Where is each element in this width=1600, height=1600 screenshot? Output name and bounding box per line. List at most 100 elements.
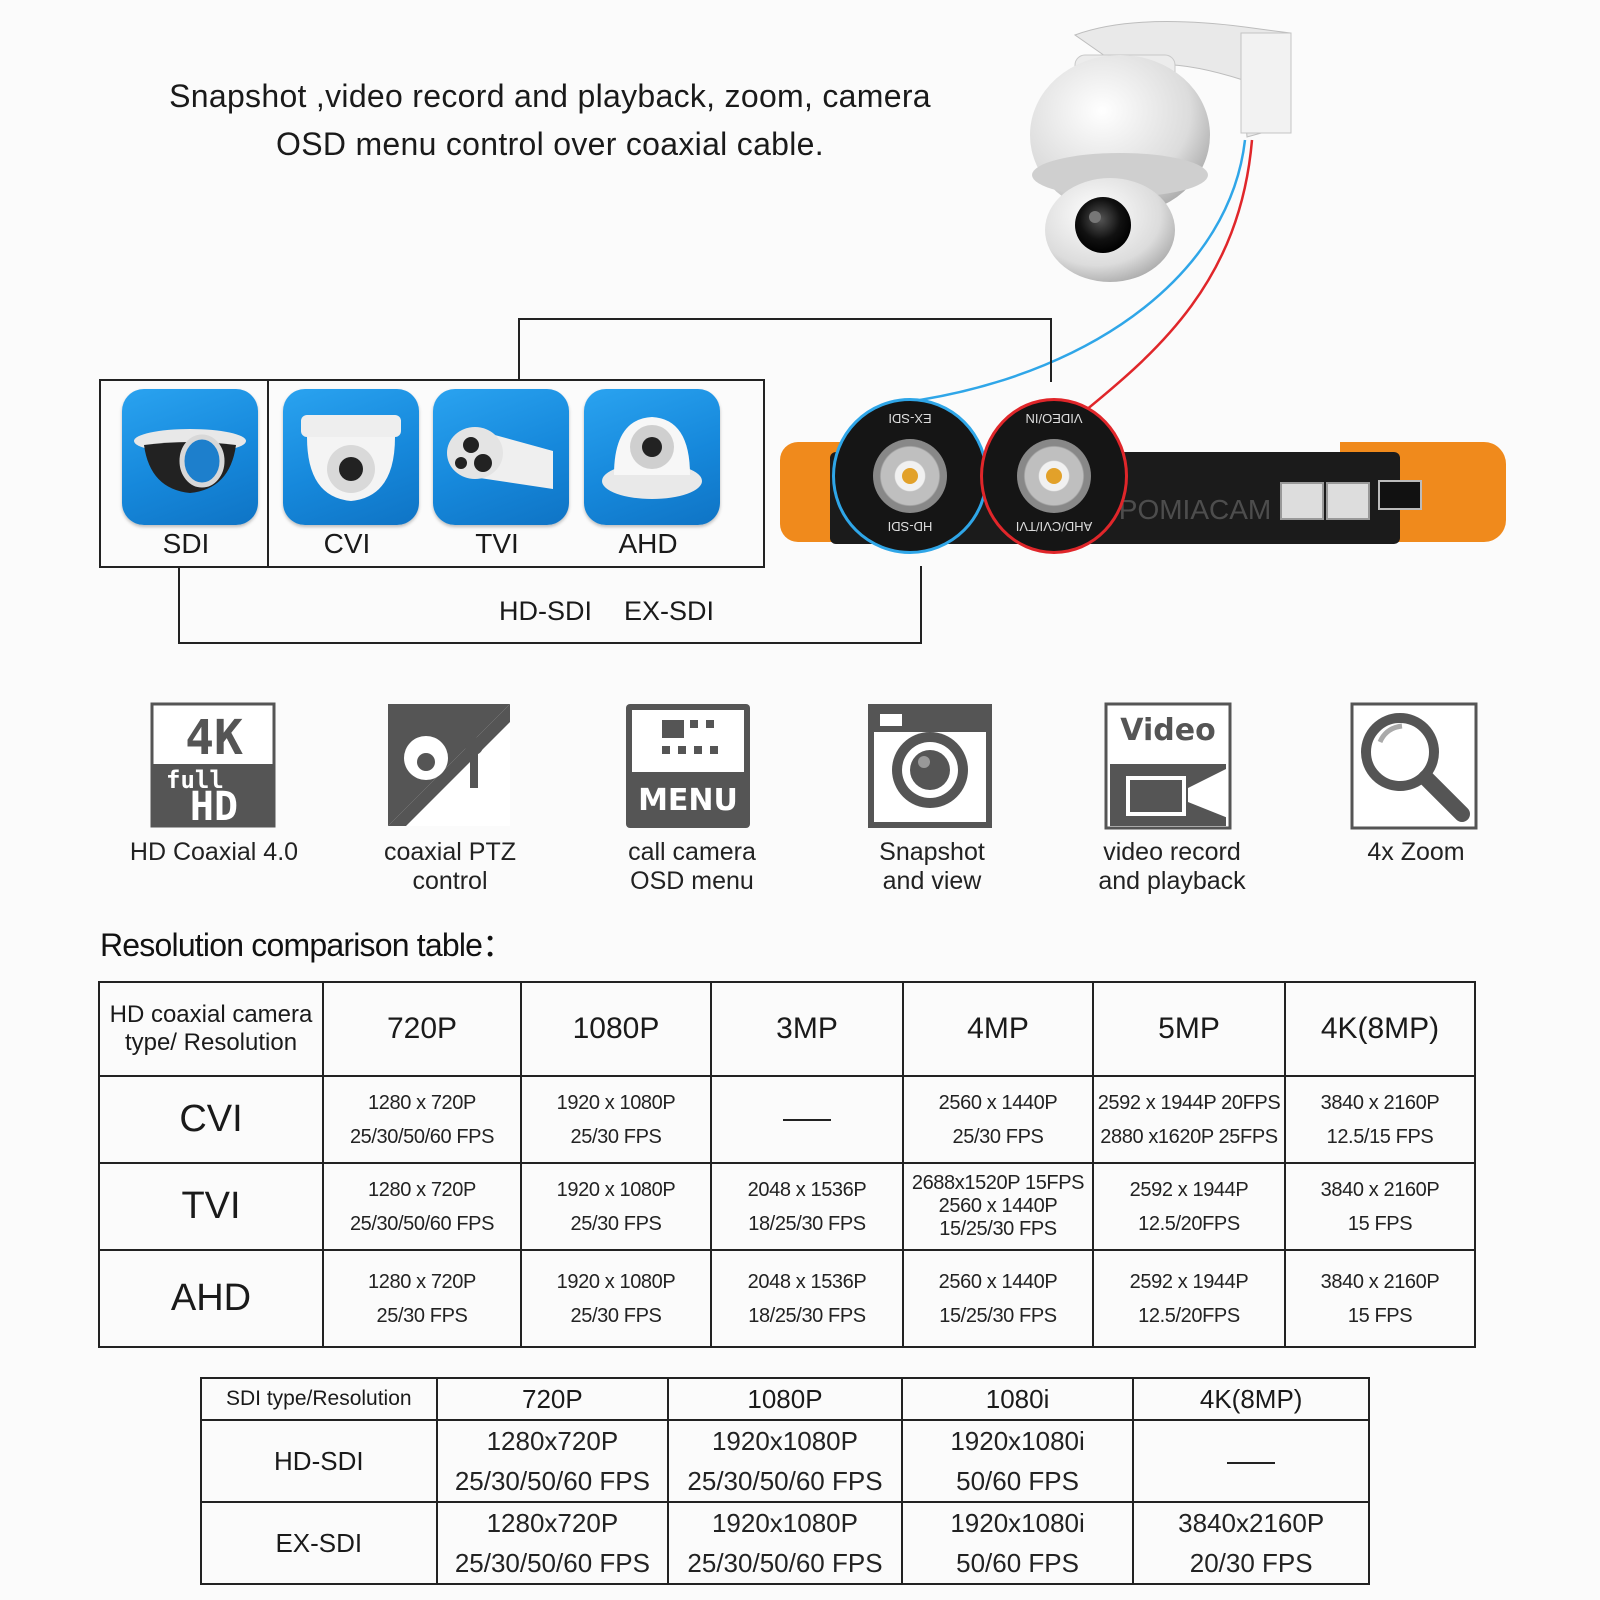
sfp-port bbox=[1378, 480, 1422, 510]
feature-label-hd-coaxial: HD Coaxial 4.0 bbox=[129, 838, 299, 866]
menu-icon: MENU bbox=[624, 702, 752, 830]
icon-text-full: full bbox=[166, 766, 224, 794]
camera-type-label-ahd: AHD bbox=[618, 528, 678, 559]
column-header: 5MP bbox=[1092, 981, 1286, 1077]
headline-line-1: Snapshot ,video record and playback, zoo… bbox=[169, 78, 931, 114]
ex-sdi-port-label: EX-SDI bbox=[888, 411, 932, 426]
connector-line-bottom bbox=[178, 566, 922, 644]
ptz-control-icon: + – bbox=[386, 702, 514, 830]
camera-type-label-sdi: SDI bbox=[162, 528, 210, 559]
dash-mark bbox=[1227, 1462, 1276, 1465]
column-header: 4K(8MP) bbox=[1284, 981, 1476, 1077]
icon-text-4k: 4K bbox=[185, 710, 243, 766]
column-header: 1080i bbox=[900, 1377, 1135, 1421]
4k-full-hd-icon: 4K full HD bbox=[150, 702, 278, 830]
sdi-resolution-table: SDI type/Resolution 720P 1080P 1080i 4K(… bbox=[200, 1377, 1370, 1585]
sdi-variant-hd: HD-SDI bbox=[499, 596, 592, 626]
bullet-camera-icon bbox=[433, 389, 569, 525]
row-header: HD-SDI bbox=[200, 1419, 438, 1503]
sdi-camera-icon bbox=[122, 389, 258, 525]
column-header: 4K(8MP) bbox=[1132, 1377, 1370, 1421]
connector-line-top bbox=[518, 318, 1052, 382]
icon-text-hd: HD bbox=[190, 784, 238, 830]
sdi-variant-ex: EX-SDI bbox=[624, 596, 715, 626]
lan-port-2 bbox=[1326, 482, 1370, 520]
table-cell-empty bbox=[710, 1075, 904, 1164]
dome-ir-camera-icon bbox=[584, 389, 720, 525]
lan-port-1 bbox=[1280, 482, 1324, 520]
analog-port-label: AHD/CVI/TVI bbox=[1015, 519, 1093, 534]
magnifier-zoom-icon bbox=[1350, 702, 1478, 830]
row-header: TVI bbox=[98, 1162, 324, 1251]
video-record-icon: Video bbox=[1104, 702, 1232, 830]
headline-line-2: OSD menu control over coaxial cable. bbox=[276, 126, 824, 162]
column-header: 3MP bbox=[710, 981, 904, 1077]
ex-sdi-port: EX-SDI HD-SDI bbox=[832, 398, 988, 554]
table-header-row: SDI type/Resolution 720P 1080P 1080i 4K(… bbox=[200, 1377, 1370, 1421]
column-header: 4MP bbox=[902, 981, 1094, 1077]
device-watermark: POMIACAM bbox=[1118, 494, 1272, 525]
camera-type-label-cvi: CVI bbox=[323, 528, 371, 559]
headline: Snapshot ,video record and playback, zoo… bbox=[150, 72, 950, 168]
video-in-port-label: VIDEO/IN bbox=[1025, 411, 1083, 426]
camera-type-label-tvi: TVI bbox=[475, 528, 519, 559]
table-cell-empty bbox=[1132, 1419, 1370, 1503]
feature-label-zoom: 4x Zoom bbox=[1367, 838, 1465, 866]
row-header: CVI bbox=[98, 1075, 324, 1164]
coaxial-cables bbox=[919, 139, 1254, 416]
svg-text:+ –: + – bbox=[422, 797, 466, 827]
hd-sdi-port-label: HD-SDI bbox=[887, 519, 933, 534]
dome-camera-icon bbox=[283, 389, 419, 525]
bnc-connector-icon bbox=[873, 439, 947, 513]
camera-types-divider bbox=[267, 379, 269, 566]
column-header: 1080P bbox=[520, 981, 712, 1077]
dash-mark bbox=[783, 1119, 831, 1122]
camera-snapshot-icon bbox=[866, 702, 994, 830]
icon-text-video: Video bbox=[1120, 713, 1215, 748]
column-header: 720P bbox=[435, 1377, 670, 1421]
row-header: AHD bbox=[98, 1249, 324, 1348]
row-header: EX-SDI bbox=[200, 1501, 438, 1585]
resolution-table-title: Resolution comparison table： bbox=[100, 927, 514, 963]
video-in-port: VIDEO/IN AHD/CVI/TVI bbox=[980, 398, 1128, 554]
table-corner-cell: SDI type/Resolution bbox=[200, 1377, 438, 1421]
column-header: 1080P bbox=[667, 1377, 903, 1421]
icon-text-menu: MENU bbox=[638, 783, 738, 818]
